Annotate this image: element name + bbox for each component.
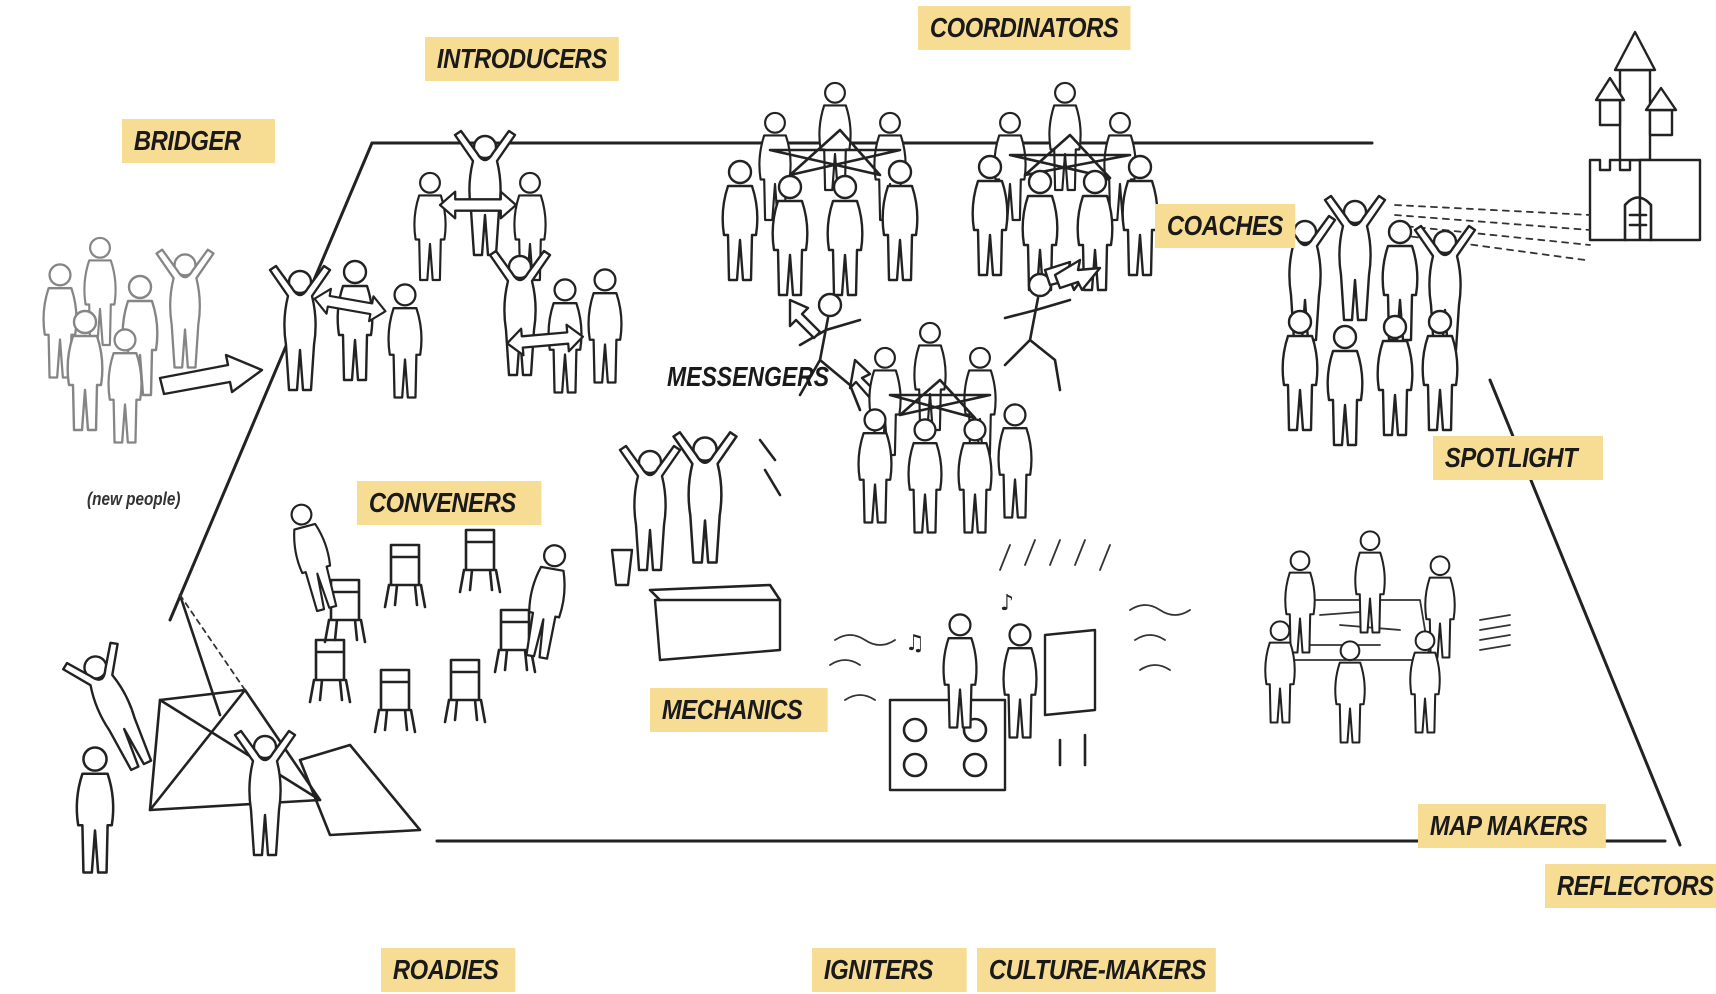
label-bridger: BRIDGER [122, 119, 275, 163]
convener-chairs-icon [282, 499, 574, 734]
label-culture-makers: CULTURE-MAKERS [977, 948, 1217, 992]
label-coaches: COACHES [1155, 204, 1295, 248]
coach-arrow-icon [1053, 258, 1102, 292]
introducer-group-icon [268, 129, 623, 399]
label-map-makers: MAP MAKERS [1418, 804, 1607, 848]
coordinator-circle-icon [721, 81, 1159, 297]
label-new-people: (new people) [87, 489, 181, 509]
label-spotlight: SPOTLIGHT [1433, 436, 1603, 480]
svg-text:♪: ♪ [1000, 591, 1014, 616]
castle-icon [1588, 30, 1702, 242]
label-messengers: MESSENGERS [667, 361, 830, 392]
label-mechanics: MECHANICS [650, 688, 828, 732]
bridger-arrow-icon [158, 353, 264, 396]
mechanic-statue-icon [610, 431, 782, 662]
label-coordinators: COORDINATORS [918, 6, 1131, 50]
label-conveners: CONVENERS [357, 481, 542, 525]
map-maker-table-icon [1264, 530, 1511, 744]
spotlight-crowd-icon [1273, 194, 1477, 447]
messenger-runner-icon [788, 292, 880, 412]
label-introducers: INTRODUCERS [425, 37, 619, 81]
messenger-circle-icon [857, 321, 1033, 534]
svg-text:♫: ♫ [905, 631, 925, 656]
roadie-tent-icon [60, 593, 422, 874]
label-reflectors: REFLECTORS [1545, 864, 1716, 908]
bridger-crowd-icon [42, 236, 215, 444]
label-roadies: ROADIES [381, 948, 516, 992]
spotlight-beams [1394, 204, 1591, 261]
dj-booth-icon: ♫ ♪ [829, 539, 1191, 792]
label-igniters: IGNITERS [812, 948, 967, 992]
